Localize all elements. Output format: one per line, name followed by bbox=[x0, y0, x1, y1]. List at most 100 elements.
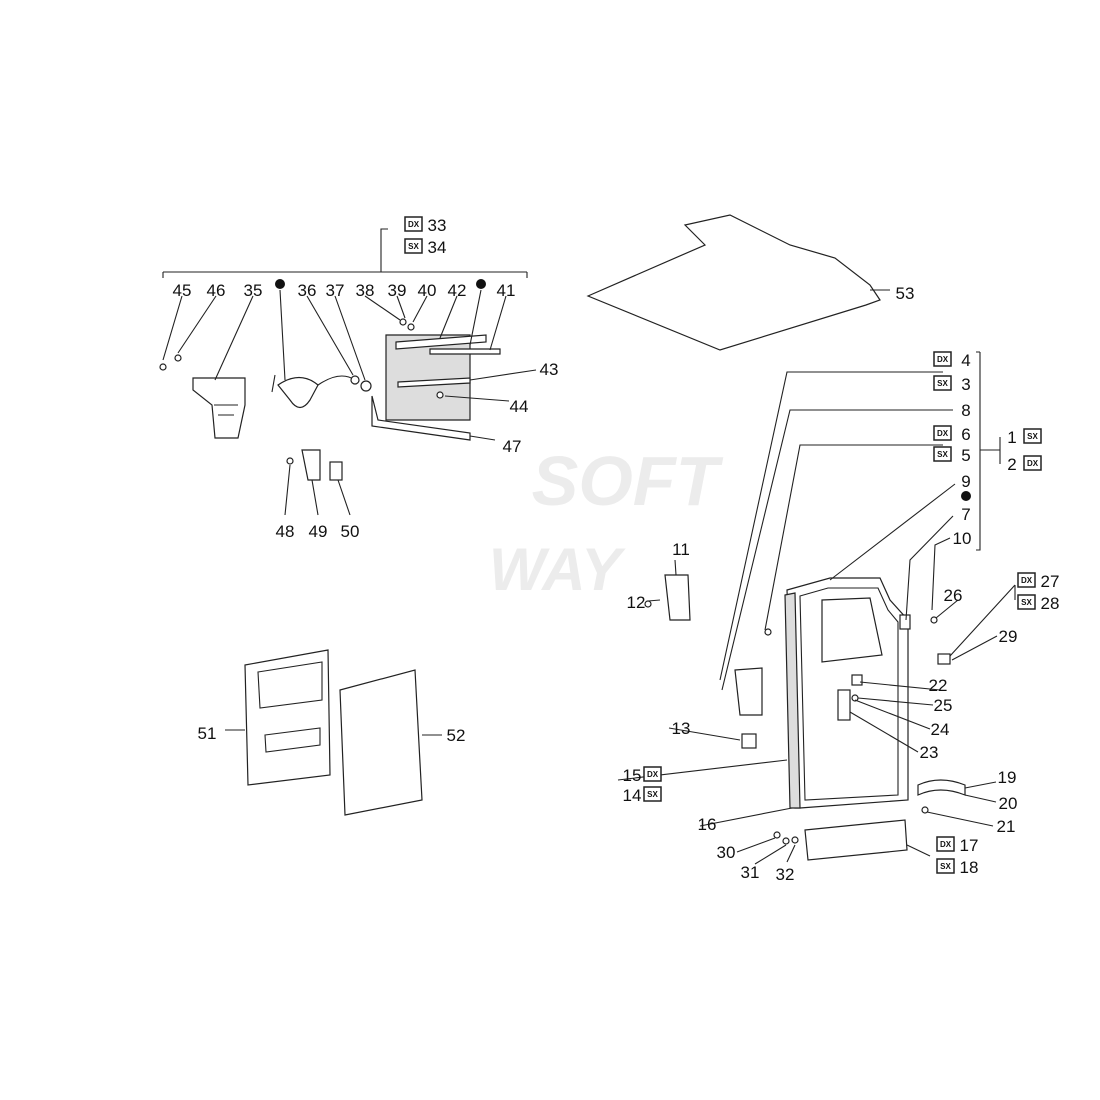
side-tag-dx: DX bbox=[647, 770, 659, 779]
callout-52: 52 bbox=[447, 726, 466, 745]
part-49 bbox=[301, 449, 321, 481]
side-tag-box bbox=[933, 375, 952, 391]
callout-17: 17 bbox=[960, 836, 979, 855]
part-lock bbox=[734, 667, 763, 716]
callout-25: 25 bbox=[934, 696, 953, 715]
callout-4: 4 bbox=[961, 351, 970, 370]
part-11 bbox=[664, 574, 691, 621]
callout-40: 40 bbox=[418, 281, 437, 300]
callout-19: 19 bbox=[998, 768, 1017, 787]
callout-29: 29 bbox=[999, 627, 1018, 646]
part-53-liner bbox=[586, 214, 890, 351]
callout-9: 9 bbox=[961, 472, 970, 491]
side-tag-box bbox=[933, 446, 952, 462]
callout-42: 42 bbox=[448, 281, 467, 300]
callout-1: 1 bbox=[1007, 428, 1016, 447]
part-13 bbox=[741, 733, 757, 749]
softway-watermark: SOFT WAY bbox=[489, 442, 724, 603]
side-tag-box bbox=[1017, 572, 1036, 588]
side-tag-sx: SX bbox=[940, 862, 951, 871]
callout-26: 26 bbox=[944, 586, 963, 605]
callout-23: 23 bbox=[920, 743, 939, 762]
callout-18: 18 bbox=[960, 858, 979, 877]
door-assembly bbox=[617, 351, 1016, 865]
callout-37: 37 bbox=[326, 281, 345, 300]
callout-21: 21 bbox=[997, 817, 1016, 836]
door-panels bbox=[225, 649, 442, 816]
callout-14: 14 bbox=[623, 786, 642, 805]
side-tag-box bbox=[404, 216, 423, 232]
callout-45: 45 bbox=[173, 281, 192, 300]
callout-38: 38 bbox=[356, 281, 375, 300]
callout-20: 20 bbox=[999, 794, 1018, 813]
side-tag-box bbox=[1017, 594, 1036, 610]
side-tag-box bbox=[1023, 455, 1042, 471]
callout-6: 6 bbox=[961, 425, 970, 444]
callout-10: 10 bbox=[953, 529, 972, 548]
callout-33: 33 bbox=[428, 216, 447, 235]
side-tag-box bbox=[936, 836, 955, 852]
side-tag-sx: SX bbox=[1021, 598, 1032, 607]
callout-36: 36 bbox=[298, 281, 317, 300]
callout-39: 39 bbox=[388, 281, 407, 300]
side-tag-box bbox=[933, 351, 952, 367]
callout-35: 35 bbox=[244, 281, 263, 300]
side-tag-sx: SX bbox=[937, 450, 948, 459]
side-tag-sx: SX bbox=[1027, 432, 1038, 441]
side-tag-box bbox=[936, 858, 955, 874]
callout-28: 28 bbox=[1041, 594, 1060, 613]
callout-46: 46 bbox=[207, 281, 226, 300]
callout-22: 22 bbox=[929, 676, 948, 695]
callout-44: 44 bbox=[510, 397, 529, 416]
side-tag-dx: DX bbox=[408, 220, 420, 229]
callout-16: 16 bbox=[698, 815, 717, 834]
part-51 bbox=[244, 649, 331, 786]
side-tag-dx: DX bbox=[1027, 459, 1039, 468]
callout-30: 30 bbox=[717, 843, 736, 862]
callout-11: 11 bbox=[672, 540, 690, 559]
side-tag-dx: DX bbox=[940, 840, 952, 849]
window-group-bracket bbox=[162, 228, 528, 278]
callout-27: 27 bbox=[1041, 572, 1060, 591]
side-tag-dx: DX bbox=[937, 355, 949, 364]
side-tag-sx: SX bbox=[647, 790, 658, 799]
callout-32: 32 bbox=[776, 865, 795, 884]
part-35 bbox=[192, 377, 246, 439]
side-tag-box bbox=[1023, 428, 1042, 444]
callout-41: 41 bbox=[497, 281, 516, 300]
callout-5: 5 bbox=[961, 446, 970, 465]
callout-2: 2 bbox=[1007, 455, 1016, 474]
callout-31: 31 bbox=[741, 863, 760, 882]
callout-49: 49 bbox=[309, 522, 328, 541]
side-tag-dx: DX bbox=[1021, 576, 1033, 585]
callout-47: 47 bbox=[503, 437, 522, 456]
side-tag-sx: SX bbox=[937, 379, 948, 388]
callout-13: 13 bbox=[672, 719, 691, 738]
part-motor bbox=[277, 376, 319, 409]
window-regulator-parts bbox=[159, 279, 537, 516]
callout-15: 15 bbox=[623, 766, 642, 785]
callout-12: 12 bbox=[627, 593, 646, 612]
side-tag-box bbox=[643, 766, 662, 782]
side-tag-sx: SX bbox=[408, 242, 419, 251]
callout-8: 8 bbox=[961, 401, 970, 420]
watermark-line1: SOFT bbox=[532, 442, 724, 520]
part-17 bbox=[804, 819, 908, 861]
callout-50: 50 bbox=[341, 522, 360, 541]
callout-48: 48 bbox=[276, 522, 295, 541]
part-52 bbox=[339, 669, 423, 816]
callout-3: 3 bbox=[961, 375, 970, 394]
callout-43: 43 bbox=[540, 360, 559, 379]
side-tag-box bbox=[404, 238, 423, 254]
part-19 bbox=[917, 779, 966, 796]
part-23 bbox=[837, 689, 851, 721]
callout-51: 51 bbox=[198, 724, 217, 743]
callout-24: 24 bbox=[931, 720, 950, 739]
part-glass bbox=[385, 334, 471, 421]
side-tag-box bbox=[933, 425, 952, 441]
watermark-line2: WAY bbox=[489, 536, 626, 603]
side-tag-box bbox=[643, 786, 662, 802]
side-tag-dx: DX bbox=[937, 429, 949, 438]
